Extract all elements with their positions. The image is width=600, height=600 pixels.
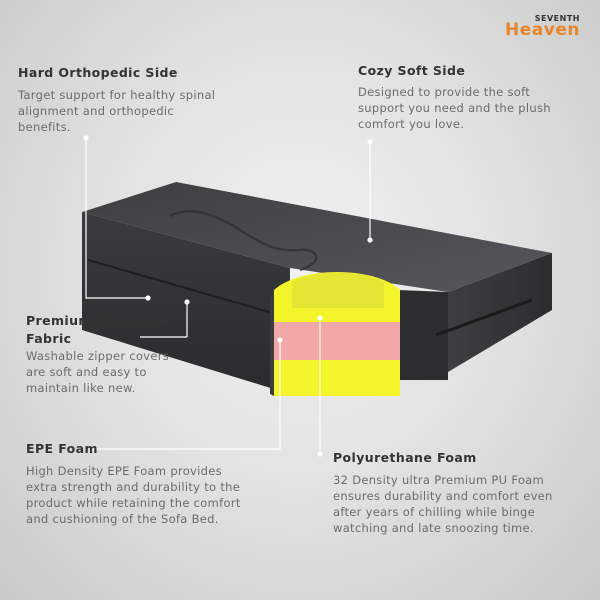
foam-shadow bbox=[270, 290, 274, 396]
mattress-top bbox=[82, 182, 552, 292]
dot-ortho-end bbox=[145, 295, 151, 301]
dot-ortho-top bbox=[83, 135, 89, 141]
dot-epe-start bbox=[89, 446, 95, 452]
orthopedic-contour bbox=[169, 209, 318, 272]
cozy-side-text: Designed to provide the soft support you… bbox=[358, 85, 551, 131]
dot-pu-bottom bbox=[317, 451, 323, 457]
pu-foam-title: Polyurethane Foam bbox=[333, 450, 477, 465]
epe-foam-layer bbox=[274, 360, 400, 396]
dot-epe-end bbox=[277, 337, 283, 343]
orthopedic-side-text: Target support for healthy spinal alignm… bbox=[18, 88, 216, 134]
leader-ortho bbox=[85, 138, 148, 299]
orthopedic-side-title: Hard Orthopedic Side bbox=[18, 65, 178, 80]
pink-foam-layer bbox=[274, 322, 400, 360]
epe-foam-title: EPE Foam bbox=[26, 441, 98, 456]
dot-fabric bbox=[184, 299, 190, 305]
leader-epe bbox=[92, 340, 281, 450]
brand-logo: SEVENTH Heaven bbox=[500, 14, 580, 42]
pu-foam-top-layer-inner bbox=[292, 272, 384, 308]
dot-cozy-end bbox=[367, 237, 373, 243]
fabric-title: Premium Washable Fabric bbox=[26, 313, 169, 346]
fabric-text: Washable zipper covers are soft and easy… bbox=[26, 349, 170, 395]
pu-foam-text: 32 Density ultra Premium PU Foam ensures… bbox=[333, 473, 553, 535]
mattress-right-front bbox=[398, 290, 448, 380]
brand-tagline: SEVENTH bbox=[534, 14, 580, 23]
cozy-side-title: Cozy Soft Side bbox=[358, 63, 466, 78]
dot-pu-top bbox=[317, 315, 323, 321]
dot-cozy-top bbox=[367, 139, 373, 145]
brand-name: Heaven bbox=[505, 20, 580, 40]
epe-foam-text: High Density EPE Foam provides extra str… bbox=[26, 464, 241, 526]
